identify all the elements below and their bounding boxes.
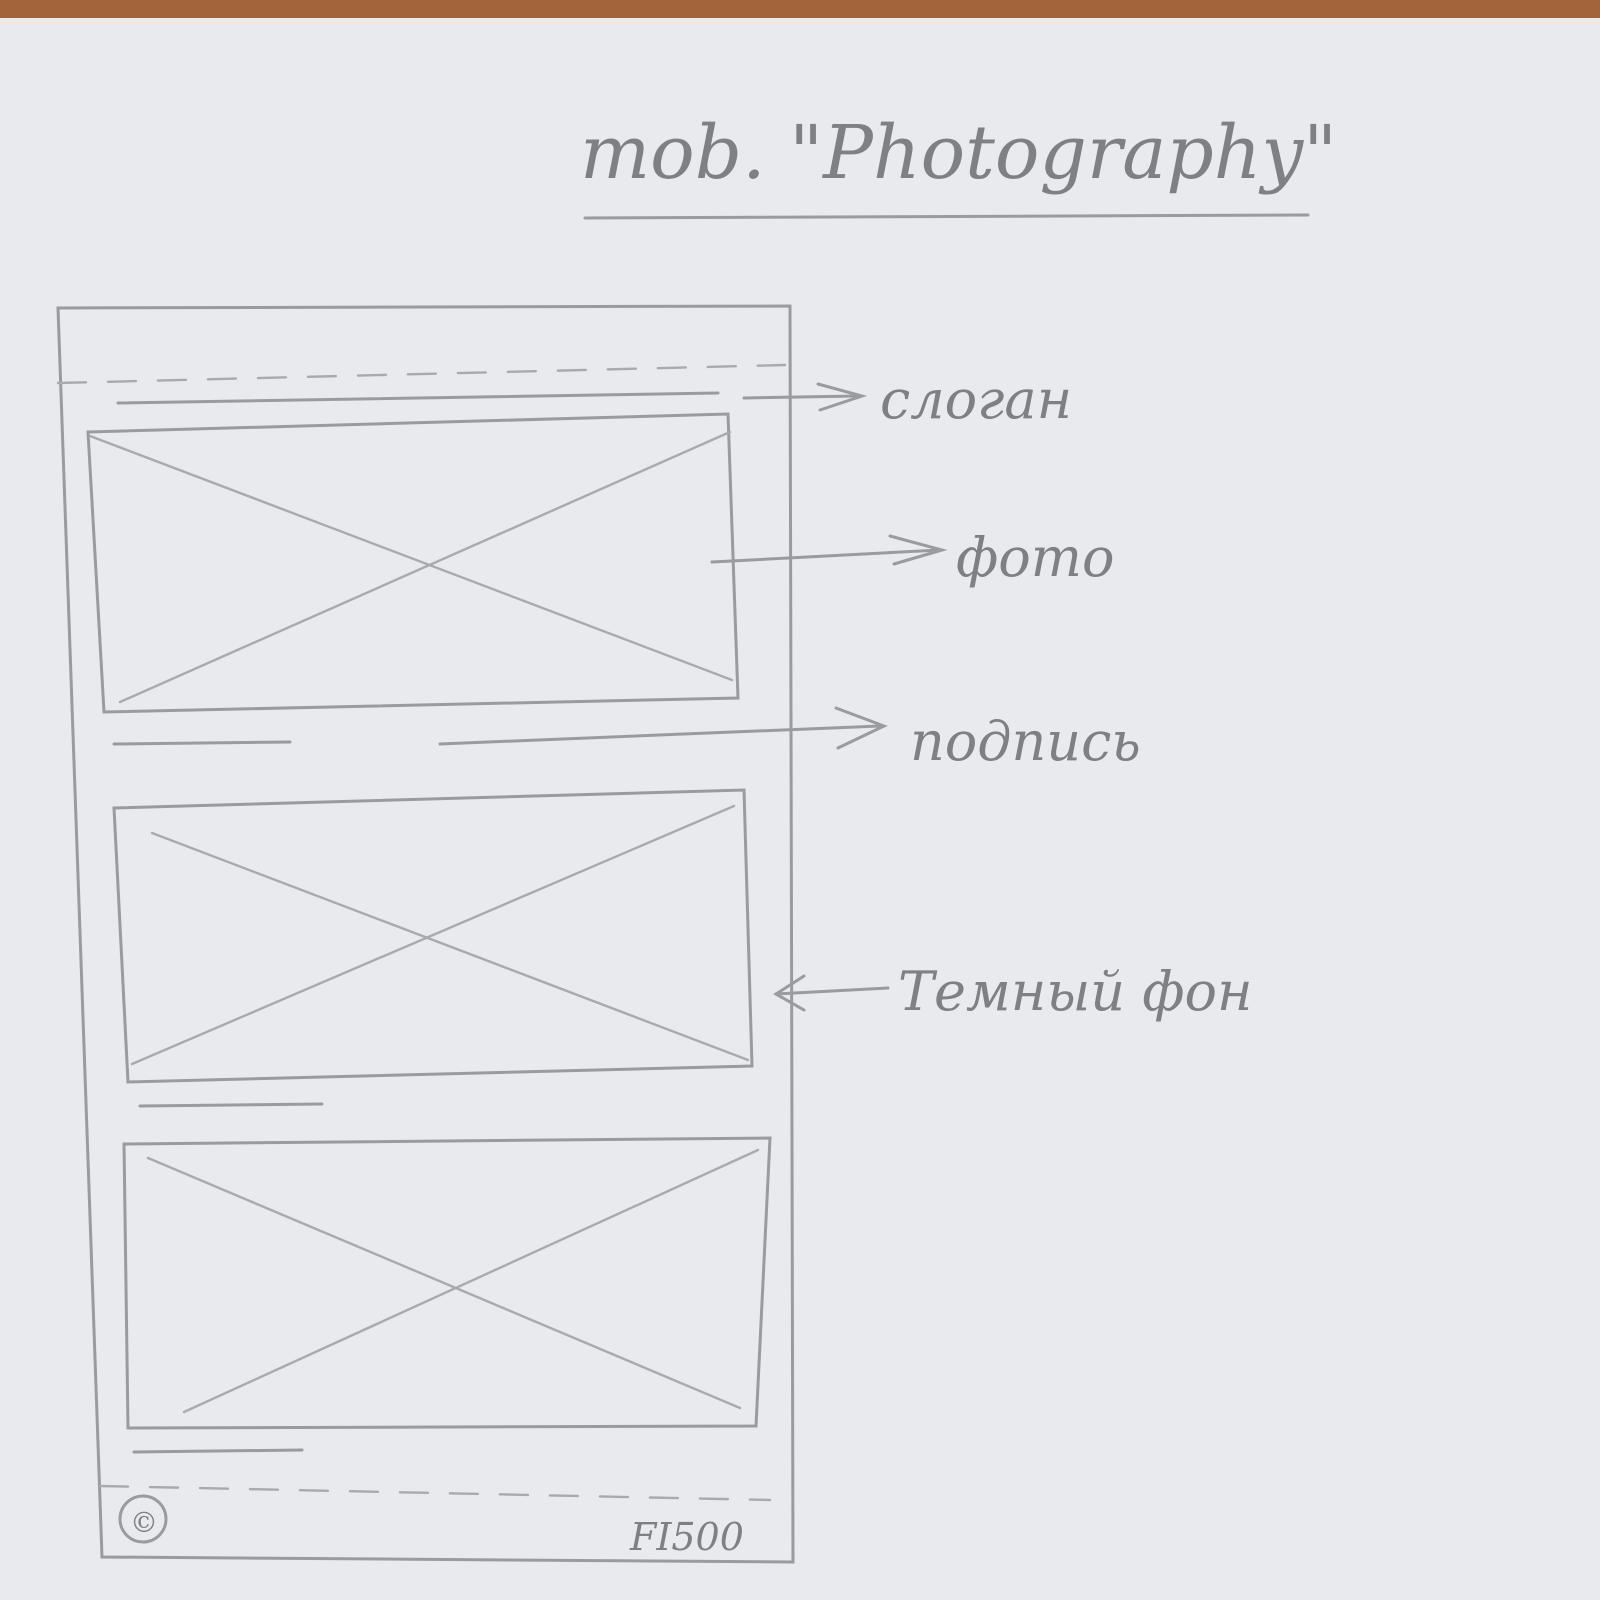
paper-sheet (0, 18, 1600, 1600)
caption-arrow (438, 706, 888, 750)
label-photo: фото (956, 526, 1115, 589)
dark-background-arrow (773, 974, 890, 1012)
footer-divider (98, 1484, 772, 1502)
copyright-mark: © (130, 1506, 158, 1539)
slogan-line (116, 391, 720, 405)
footer-code: FI500 (629, 1515, 744, 1559)
table-edge (0, 0, 1600, 18)
copyright-circle (118, 1494, 168, 1544)
photo-placeholder-3 (122, 1136, 772, 1430)
caption-line-2 (138, 1102, 324, 1108)
slogan-arrow (742, 382, 868, 412)
caption-line-1 (112, 740, 292, 746)
title-underline (583, 213, 1310, 220)
photo-placeholder-2 (112, 788, 754, 1084)
label-caption: подпись (910, 710, 1141, 773)
phone-frame (56, 304, 795, 1564)
label-slogan: слоган (880, 368, 1072, 431)
sketch-title: mob. "Photography" (580, 110, 1337, 196)
photo-arrow (710, 534, 948, 566)
header-divider (56, 363, 787, 385)
caption-line-3 (132, 1448, 304, 1454)
photo-placeholder-1 (86, 412, 740, 714)
label-dark-background: Темный фон (898, 960, 1253, 1023)
